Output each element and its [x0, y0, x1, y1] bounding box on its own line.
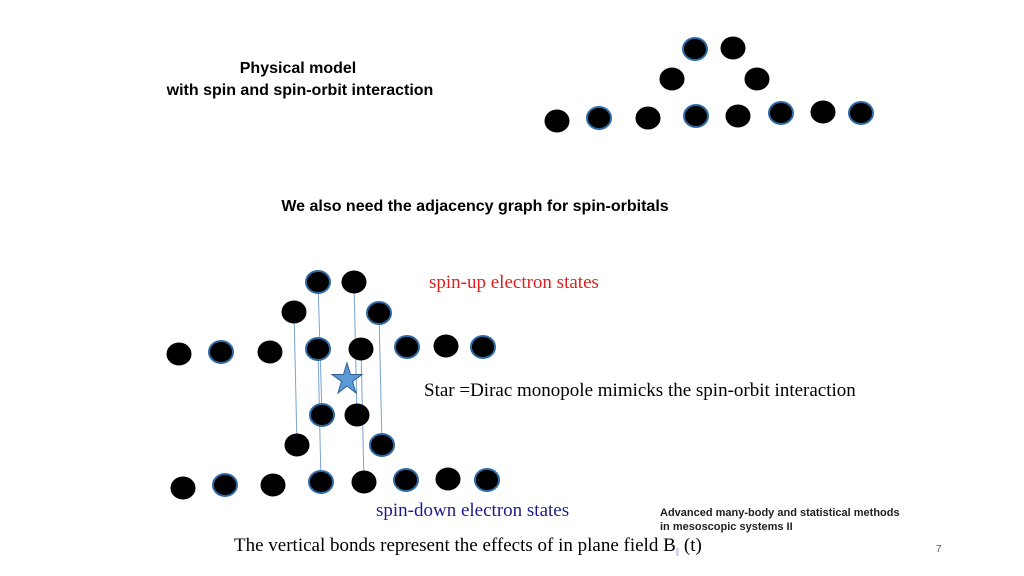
star-icon	[330, 361, 364, 395]
graph-node	[344, 403, 370, 427]
vertical-bond	[293, 311, 298, 446]
caption-suffix: (t)	[679, 535, 702, 556]
graph-node	[635, 106, 661, 130]
graph-node	[281, 300, 307, 324]
graph-node	[544, 109, 570, 133]
graph-node	[682, 37, 708, 61]
footer-course-title: Advanced many-body and statistical metho…	[660, 507, 900, 533]
vertical-bond	[378, 312, 383, 446]
graph-node	[341, 270, 367, 294]
graph-node	[470, 335, 496, 359]
graph-node	[308, 470, 334, 494]
graph-node	[284, 433, 310, 457]
graph-node	[170, 476, 196, 500]
graph-node	[394, 335, 420, 359]
graph-node	[348, 337, 374, 361]
graph-node	[305, 270, 331, 294]
graph-nodes	[166, 36, 874, 500]
title-line-1: Physical model	[239, 60, 357, 77]
spin-down-label: spin-down electron states	[376, 500, 570, 521]
graph-node	[725, 104, 751, 128]
graph-node	[351, 470, 377, 494]
page-number: 7	[936, 544, 942, 555]
graph-node	[683, 104, 709, 128]
graph-node	[435, 467, 461, 491]
graph-node	[369, 433, 395, 457]
graph-node	[720, 36, 746, 60]
graph-node	[848, 101, 874, 125]
graph-node	[260, 473, 286, 497]
graph-node	[212, 473, 238, 497]
graph-node	[586, 106, 612, 130]
heading: We also need the adjacency graph for spi…	[281, 198, 669, 215]
caption: The vertical bonds represent the effects…	[234, 535, 702, 560]
graph-node	[166, 342, 192, 366]
caption-subscript: ǁ	[675, 544, 680, 559]
graph-node	[433, 334, 459, 358]
graph-node	[305, 337, 331, 361]
graph-node	[309, 403, 335, 427]
star-label: Star =Dirac monopole mimicks the spin-or…	[424, 380, 856, 401]
graph-node	[810, 100, 836, 124]
title-line-2: with spin and spin-orbit interaction	[166, 82, 434, 99]
graph-node	[257, 340, 283, 364]
graph-node	[366, 301, 392, 325]
graph-node	[474, 468, 500, 492]
spin-up-label: spin-up electron states	[429, 272, 599, 293]
graph-node	[393, 468, 419, 492]
graph-node	[744, 67, 770, 91]
caption-text: The vertical bonds represent the effects…	[234, 535, 676, 556]
graph-node	[659, 67, 685, 91]
graph-node	[768, 101, 794, 125]
graph-node	[208, 340, 234, 364]
